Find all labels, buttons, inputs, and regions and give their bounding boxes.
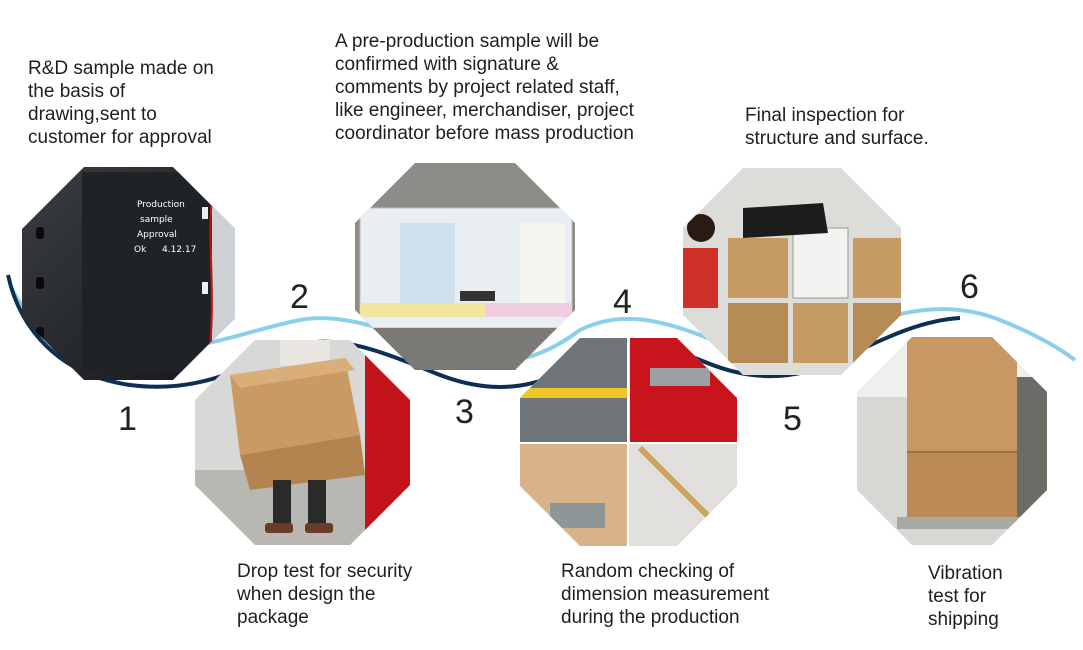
step-1-note-line-5: 4.12.17 [162,245,196,255]
step-1-caption-line: R&D sample made on [28,58,214,79]
step-3-number: 3 [455,393,474,431]
step-6-photo [857,337,1047,545]
step-2-caption-line: when design the [237,584,376,605]
step-1-number: 1 [118,400,137,438]
step-3-caption-line: confirmed with signature & [335,54,559,75]
step-1-note-line-2: sample [140,215,173,225]
step-4-caption-line: during the production [561,607,740,628]
step-2-caption-line: package [237,607,309,628]
step-5-photo [683,168,901,375]
step-1-note-line-4: Ok [134,245,147,255]
step-1-caption-line: customer for approval [28,127,212,148]
step-1-caption-line: drawing,sent to [28,104,157,125]
step-3-photo [355,163,575,370]
step-3-caption-line: coordinator before mass production [335,123,634,144]
step-1-note-line-1: Production [137,200,185,210]
step-4-photo [520,338,737,546]
step-1-caption: R&D sample made on the basis of drawing,… [28,57,214,149]
step-3-caption-line: A pre-production sample will be [335,31,600,52]
step-6-caption-line: shipping [928,609,999,630]
step-1-caption-line: the basis of [28,81,126,102]
step-2-caption: Drop test for security when design the p… [237,560,412,629]
step-4-caption-line: dimension measurement [561,584,770,605]
step-6-caption-line: Vibration [928,563,1003,584]
step-4-number: 4 [613,283,632,321]
step-2-caption-line: Drop test for security [237,561,413,582]
step-1-note-line-3: Approval [137,230,177,240]
step-6-number: 6 [960,268,979,306]
step-6-caption: Vibration test for shipping [928,562,1003,631]
step-4-caption-line: Random checking of [561,561,735,582]
step-5-caption: Final inspection for structure and surfa… [745,104,929,150]
step-3-caption-line: like engineer, merchandiser, project [335,100,634,121]
step-5-caption-line: structure and surface. [745,128,929,149]
step-5-number: 5 [783,400,802,438]
step-4-caption: Random checking of dimension measurement… [561,560,769,629]
step-3-caption-line: comments by project related staff, [335,77,620,98]
step-2-photo [195,340,410,545]
step-5-caption-line: Final inspection for [745,105,905,126]
step-6-caption-line: test for [928,586,987,607]
step-2-number: 2 [290,278,309,316]
step-1-photo: Production sample Approval Ok 4.12.17 [22,167,235,380]
step-3-caption: A pre-production sample will be confirme… [335,30,634,145]
